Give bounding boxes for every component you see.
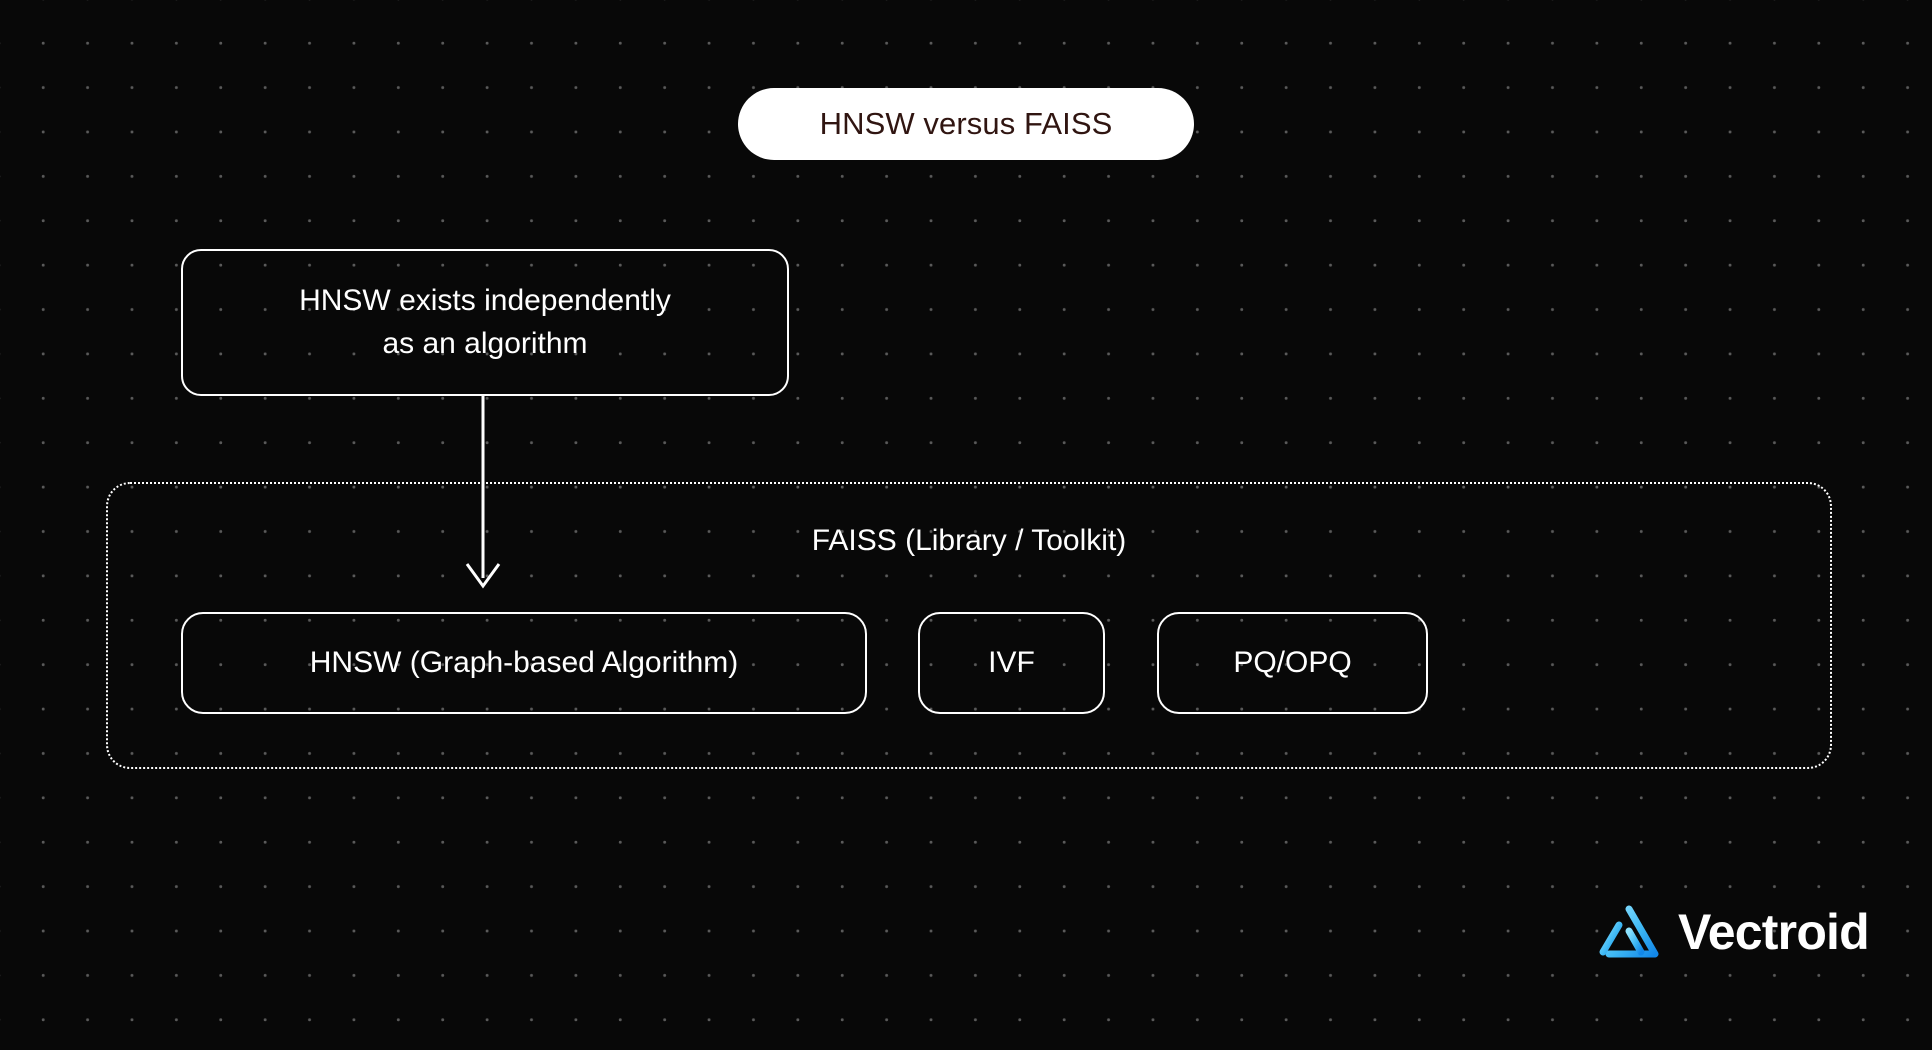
- vectroid-wordmark: Vectroid: [1678, 904, 1870, 960]
- node-ivf: IVF: [918, 612, 1105, 714]
- faiss-container: FAISS (Library / Toolkit): [106, 482, 1832, 769]
- vectroid-triangle-icon: [1599, 905, 1659, 958]
- node-hnsw-graph-algorithm: HNSW (Graph-based Algorithm): [181, 612, 867, 714]
- faiss-container-label: FAISS (Library / Toolkit): [811, 524, 1127, 557]
- vectroid-logo: Vectroid: [1597, 903, 1870, 961]
- node-hnsw-standalone: HNSW exists independently as an algorith…: [181, 249, 789, 396]
- arrow-down-icon: [455, 396, 511, 594]
- node-pq-opq: PQ/OPQ: [1157, 612, 1428, 714]
- page-title: HNSW versus FAISS: [738, 88, 1194, 160]
